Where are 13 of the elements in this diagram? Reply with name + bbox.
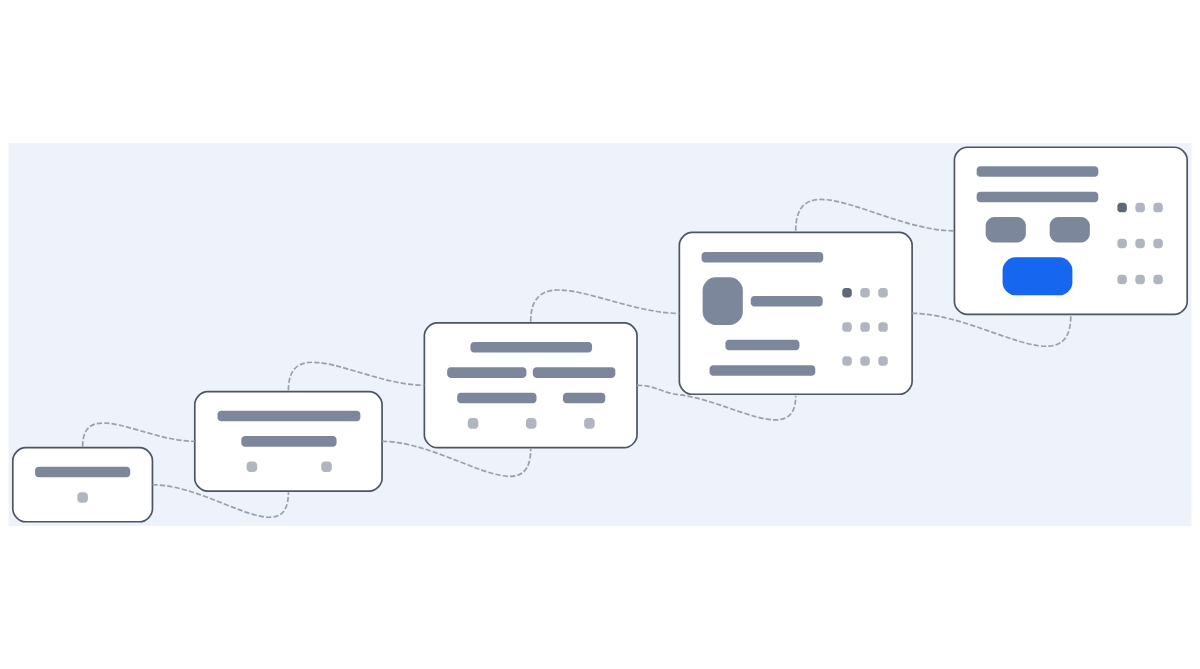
connector (529, 289, 681, 323)
connector (636, 384, 797, 421)
connector (911, 312, 1072, 348)
connector (287, 361, 426, 392)
node-box (193, 390, 383, 492)
connector (794, 198, 956, 232)
connector (81, 422, 196, 448)
node-box (423, 322, 638, 449)
connector (381, 440, 532, 478)
node-box (11, 446, 154, 523)
node-box (678, 231, 913, 396)
connector (151, 483, 290, 518)
node-box (953, 146, 1189, 316)
